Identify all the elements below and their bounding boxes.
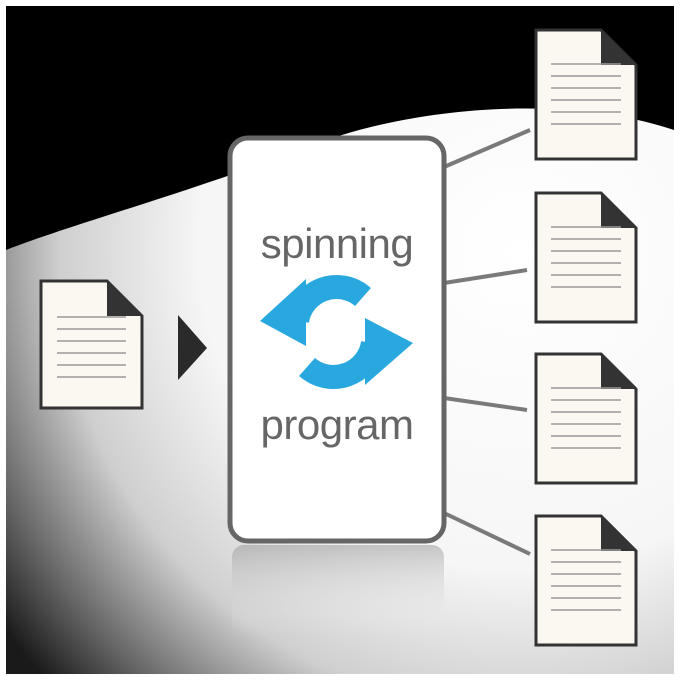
program-card <box>227 135 447 544</box>
card-reflection <box>232 545 444 635</box>
connector-line <box>443 511 531 556</box>
connectors <box>443 128 531 556</box>
program-label-bottom: program <box>260 401 414 448</box>
output-document-icon <box>534 28 638 161</box>
connector-line <box>443 396 528 412</box>
connector-line <box>443 128 531 169</box>
refresh-arrowhead-left <box>260 279 306 346</box>
program-label-top: spinning <box>260 220 414 267</box>
refresh-arrowhead-right <box>365 318 413 385</box>
input-document-icon <box>39 279 144 410</box>
output-document-icon <box>534 352 638 485</box>
play-triangle-icon <box>178 315 207 380</box>
output-document-icon <box>534 191 638 324</box>
output-document-icon <box>534 514 638 647</box>
background-dark-sky <box>6 6 674 250</box>
connector-line <box>443 268 528 285</box>
